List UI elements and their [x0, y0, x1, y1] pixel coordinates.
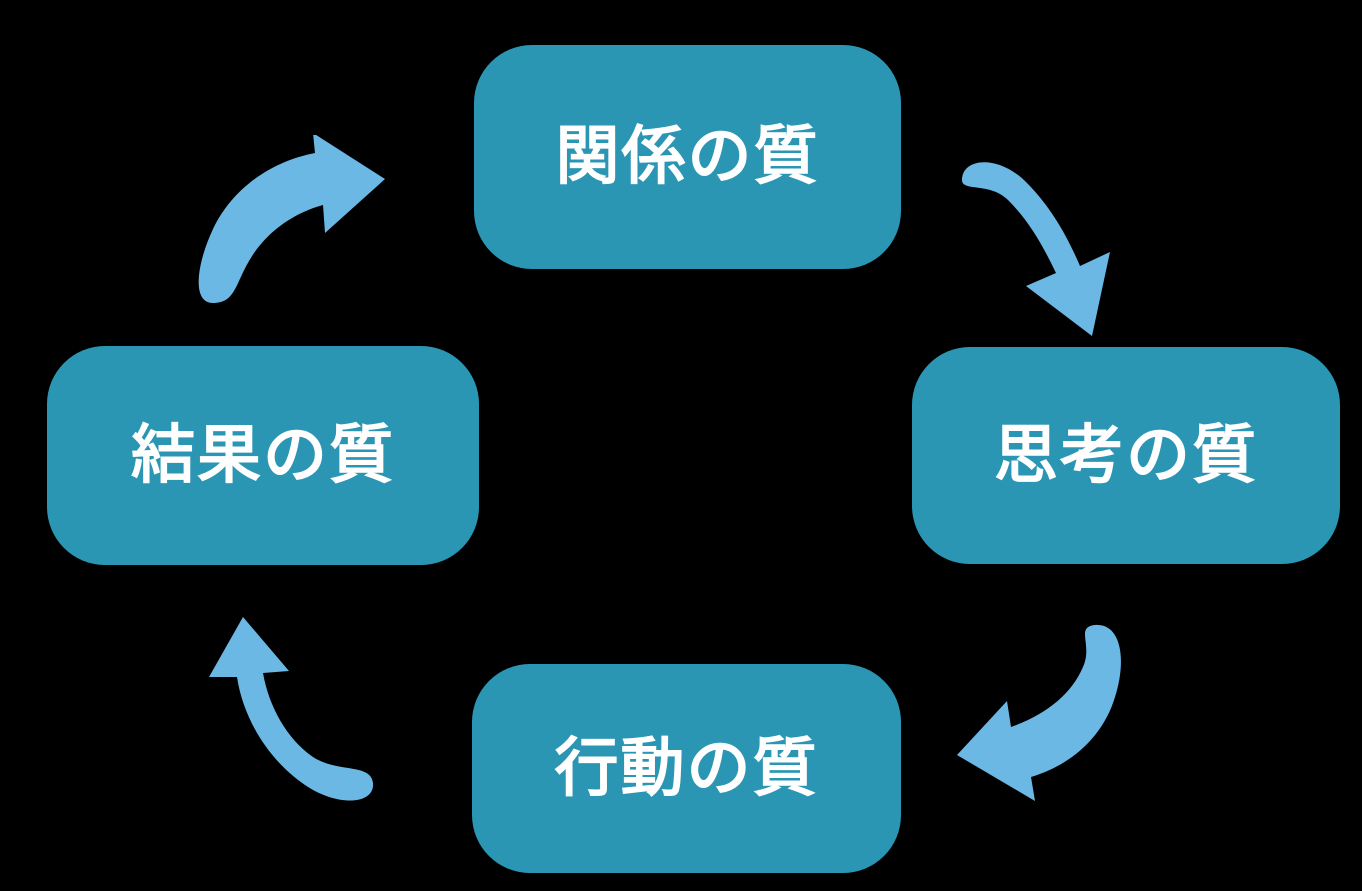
curved-arrow-up-right-icon — [198, 135, 385, 303]
node-relationship-quality-label: 関係の質 — [555, 120, 820, 194]
curved-arrow-down-left-icon — [957, 624, 1121, 801]
curved-arrow-down-right-icon — [962, 162, 1110, 336]
node-thinking-quality[interactable]: 思考の質 — [912, 347, 1340, 564]
curved-arrow-up-left-icon — [209, 617, 374, 801]
node-result-quality[interactable]: 結果の質 — [47, 346, 479, 565]
node-action-quality[interactable]: 行動の質 — [472, 664, 901, 873]
node-thinking-quality-label: 思考の質 — [994, 418, 1258, 493]
node-result-quality-label: 結果の質 — [131, 418, 395, 493]
node-action-quality-label: 行動の質 — [554, 731, 819, 806]
node-relationship-quality[interactable]: 関係の質 — [474, 45, 901, 269]
